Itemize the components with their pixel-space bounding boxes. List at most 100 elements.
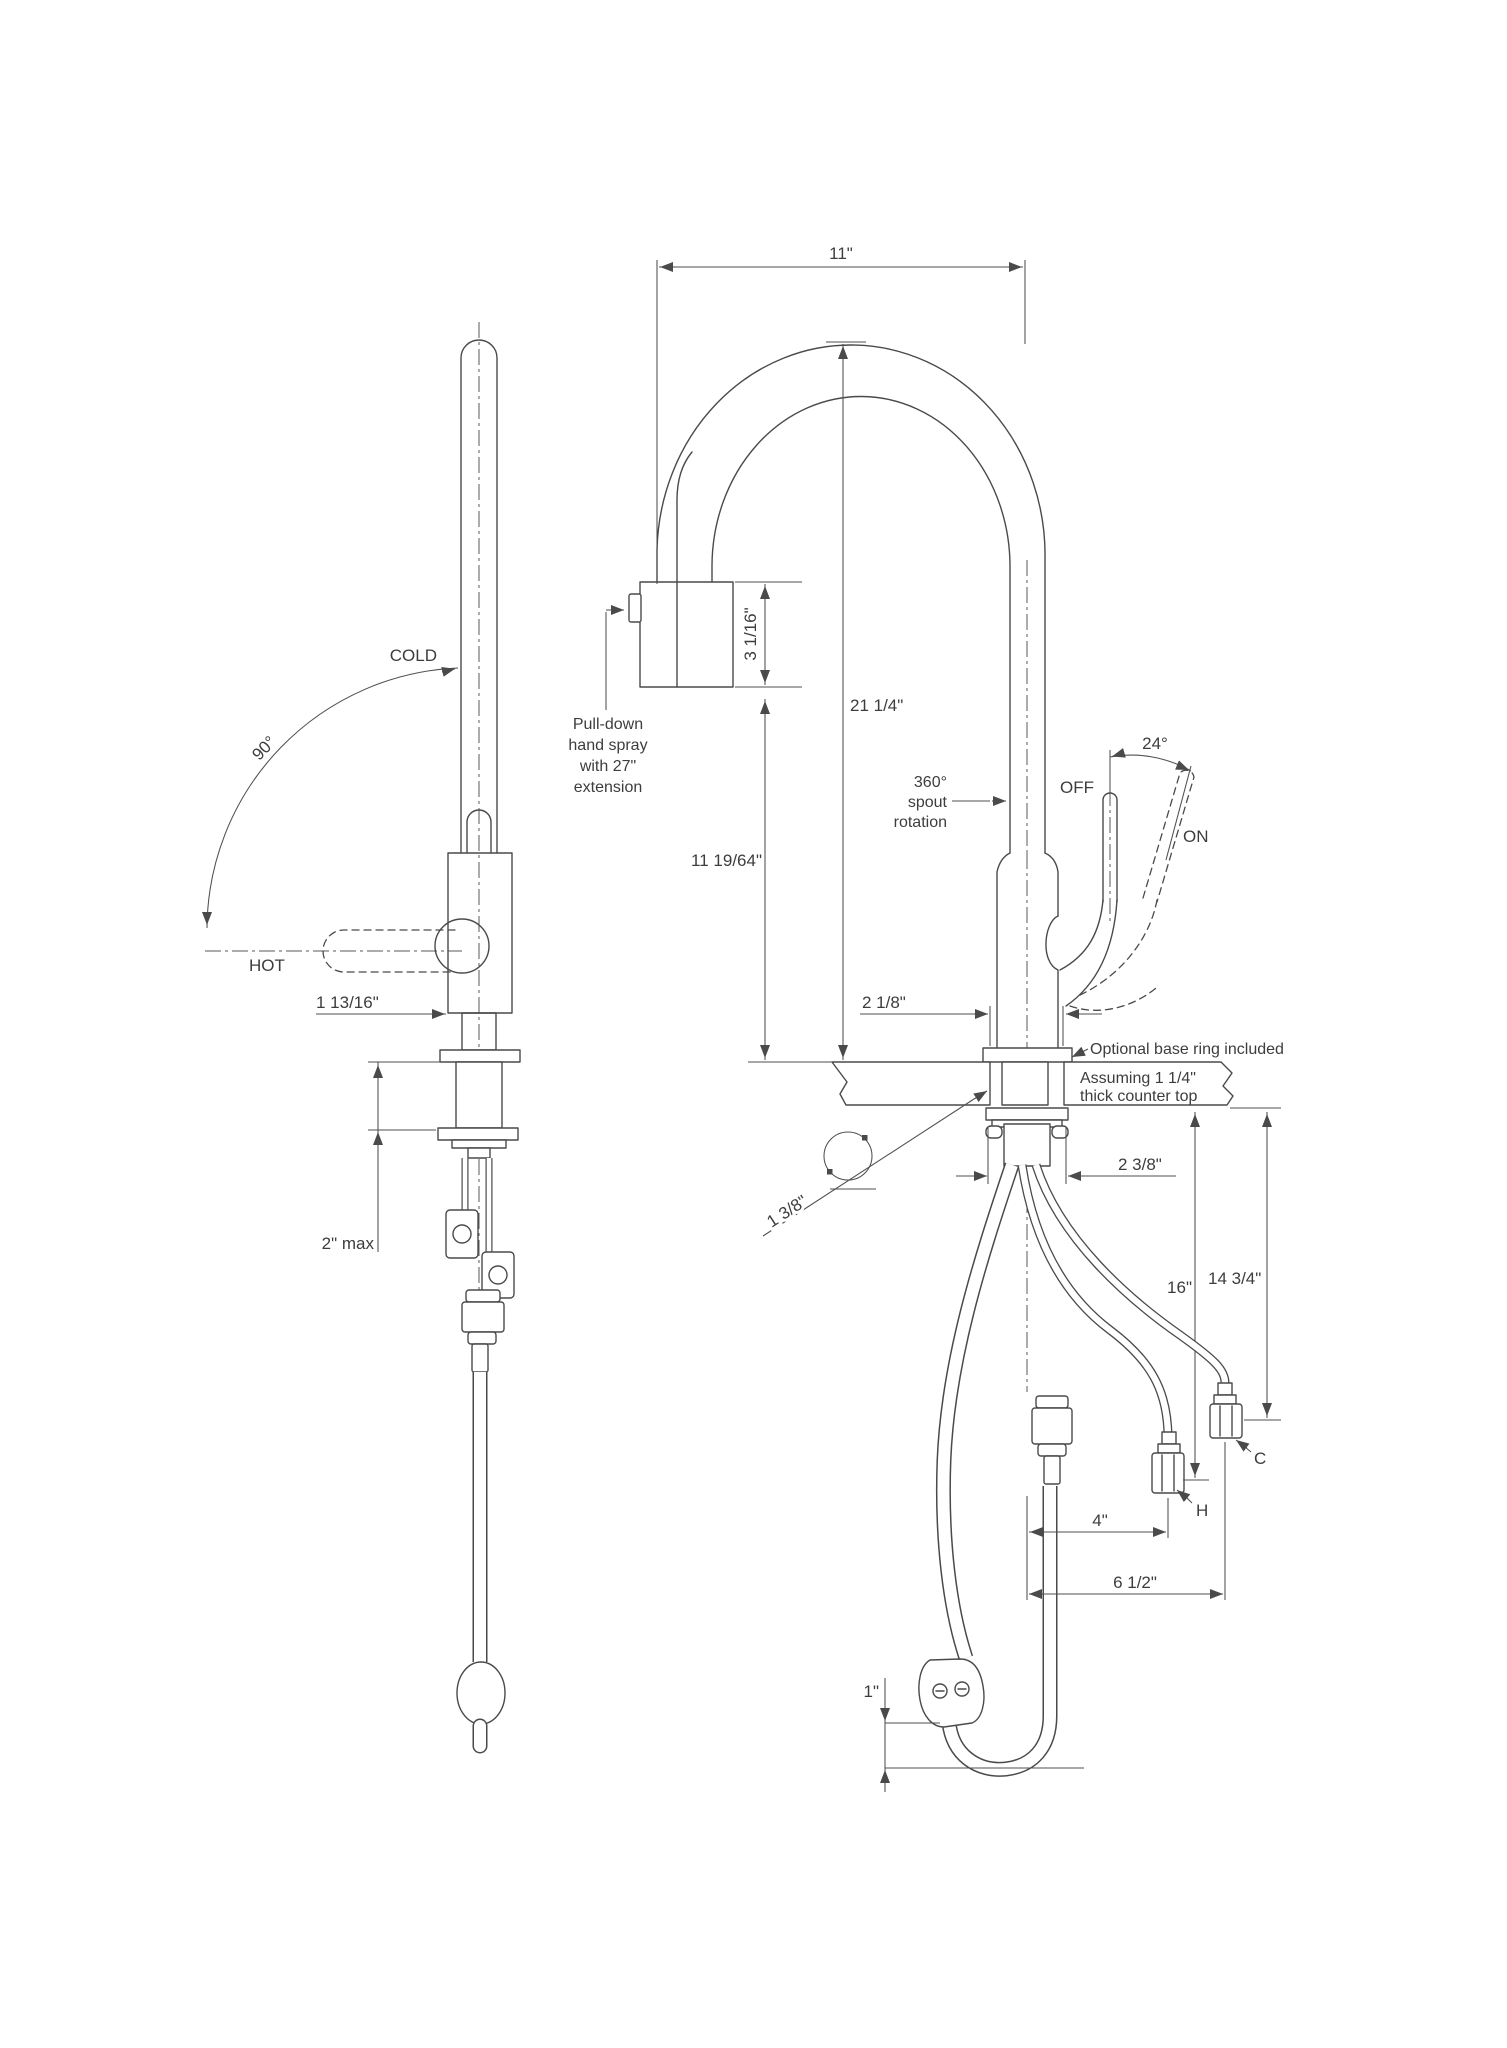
handle-arm-inner	[1059, 899, 1104, 971]
base-ring	[982, 1047, 1073, 1063]
angle-label: 24°	[1142, 734, 1168, 753]
hot-offset-label: 4"	[1092, 1511, 1108, 1530]
locknut-flange-front	[985, 1107, 1069, 1121]
on-label: ON	[1183, 827, 1209, 846]
threaded-shank-side	[455, 1061, 503, 1129]
loop-label: 1"	[864, 1682, 880, 1701]
cold-fitting-nut	[1209, 1403, 1243, 1439]
spray-head	[639, 581, 734, 688]
top-flange	[439, 1049, 521, 1063]
hose-weight-side	[456, 1661, 506, 1725]
cold-offset-label: 6 1/2"	[1113, 1573, 1157, 1592]
faucet-body-side	[447, 852, 513, 1014]
weight-screw-right	[954, 1681, 970, 1697]
counter-left	[831, 1061, 991, 1106]
hole-dia-label: 1 3/8"	[763, 1191, 810, 1231]
spray-note-line4: extension	[574, 779, 643, 796]
off-label: OFF	[1060, 778, 1094, 797]
wand-inner	[466, 809, 492, 854]
hot-fitting-collar	[1157, 1443, 1181, 1454]
hole-arrow	[973, 1090, 988, 1103]
quick-connect-ring-side	[467, 1331, 497, 1345]
cold-label: COLD	[390, 646, 437, 665]
rotation-note-line1: 360°	[914, 774, 947, 791]
basering-label: Optional base ring included	[1090, 1041, 1284, 1058]
basering-arrow	[1071, 1046, 1086, 1058]
hose-weight-front	[918, 1658, 985, 1728]
quick-connect-stem-side	[471, 1343, 489, 1373]
swing-angle-label: 90°	[248, 732, 280, 764]
cold-supply-hose-fill	[1032, 1164, 1229, 1384]
cold-drop-label: 14 3/4"	[1208, 1269, 1261, 1288]
quick-connect-ring	[1037, 1443, 1067, 1457]
body-right-edge-upper	[1044, 852, 1059, 917]
hot-fitting-neck	[1161, 1431, 1177, 1445]
shankwidth-label: 2 3/8"	[1118, 1155, 1162, 1174]
spout-arc-outer	[656, 344, 1046, 854]
rotation-note-line2: spout	[908, 794, 948, 811]
quick-connect-body	[1031, 1407, 1073, 1445]
locknut-flange	[437, 1127, 519, 1141]
spray-hose-loop-fill	[943, 1486, 1056, 1776]
angle-arrow-right	[1175, 760, 1190, 771]
angle-arrow-left	[1111, 748, 1126, 758]
quick-connect-stem	[1043, 1455, 1061, 1485]
quick-connect-body-side	[461, 1301, 505, 1333]
max-thickness-label: 2" max	[322, 1234, 375, 1253]
handle-dashed-outline	[322, 929, 456, 973]
valve-left	[445, 1209, 479, 1259]
reach-label: 11"	[829, 244, 853, 263]
counter-note-box	[1075, 1064, 1222, 1103]
valve-right-port	[488, 1265, 508, 1285]
side-view: 90° COLD HOT 1 13/16" 2" max	[202, 322, 521, 1754]
cold-fitting-neck	[1217, 1382, 1233, 1396]
body-left-edge	[996, 852, 1011, 1049]
wand-tube	[460, 339, 498, 854]
handle-arm-on-dashed1	[1079, 899, 1158, 996]
sprayhead-height-label: 3 1/16"	[741, 607, 760, 660]
hole-circle	[823, 1131, 873, 1181]
counter-note-line1: Assuming 1 1/4"	[1080, 1070, 1196, 1087]
swing-arrow-top	[441, 667, 456, 677]
spray-note-line2: hand spray	[568, 737, 647, 754]
handle-proj-label: 1 13/16"	[316, 993, 379, 1012]
cartridge-bulge	[1045, 915, 1059, 1049]
spray-note-line3: with 27"	[579, 758, 636, 775]
hole-tick1	[827, 1169, 833, 1175]
cold-tag-arrow	[1235, 1439, 1250, 1452]
valve-left-port	[452, 1224, 472, 1244]
basewidth-label: 2 1/8"	[862, 993, 906, 1012]
angle-ext-on	[1165, 765, 1192, 861]
cold-fitting-collar	[1213, 1394, 1237, 1405]
washer	[451, 1139, 507, 1149]
spray-hose-down-fill	[937, 1163, 1018, 1660]
hole-leader	[762, 1098, 975, 1237]
hot-label: HOT	[249, 956, 285, 975]
spout-arc-inner	[711, 395, 1011, 854]
shank-nut	[467, 1147, 491, 1159]
quick-connect-top-side	[465, 1289, 501, 1303]
cold-tag-label: C	[1254, 1449, 1266, 1468]
clearance-label: 11 19/64"	[691, 851, 762, 870]
angle-arc	[1109, 754, 1192, 772]
hot-drop-label: 16"	[1167, 1278, 1192, 1297]
threaded-shank-front	[1003, 1123, 1051, 1167]
weight-screw-left	[932, 1683, 948, 1699]
hot-tag-label: H	[1196, 1501, 1208, 1520]
hole-tick2	[862, 1135, 868, 1141]
hot-fitting-nut	[1151, 1452, 1185, 1494]
height-label: 21 1/4"	[850, 696, 903, 715]
handle-lever-on-dashed	[1142, 769, 1195, 903]
quick-connect-top	[1035, 1395, 1069, 1409]
hot-supply-hose-fill	[1018, 1164, 1172, 1439]
spray-note-line1: Pull-down	[573, 716, 643, 733]
clamp-screw-right	[1051, 1125, 1069, 1139]
handle-pivot-ball	[434, 918, 490, 974]
swing-arc	[206, 667, 459, 929]
spray-button	[628, 593, 642, 623]
shank-in-counter	[1001, 1061, 1049, 1106]
rotation-note-line3: rotation	[894, 814, 947, 831]
clamp-screw-left	[985, 1125, 1003, 1139]
handle-arm-outer	[1065, 899, 1118, 1007]
